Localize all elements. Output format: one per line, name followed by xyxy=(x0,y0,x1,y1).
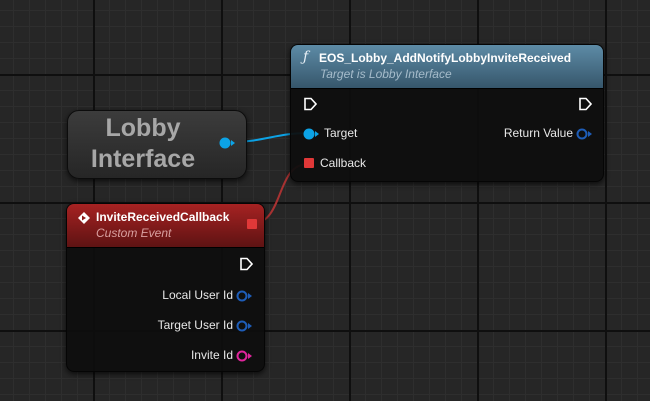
return-value-pin-label: Return Value xyxy=(503,126,573,140)
function-node-subtitle: Target is Lobby Interface xyxy=(320,67,452,81)
function-node-title: EOS_Lobby_AddNotifyLobbyInviteReceived xyxy=(319,51,572,65)
target-user-id-pin[interactable] xyxy=(236,319,254,333)
custom-event-node[interactable]: InviteReceivedCallback Custom Event Loca… xyxy=(66,203,265,372)
custom-event-title: InviteReceivedCallback xyxy=(96,210,230,224)
function-icon: ƒ xyxy=(303,49,309,65)
exec-in-pin[interactable] xyxy=(303,97,317,111)
target-pin-label: Target xyxy=(324,126,358,140)
target-user-id-label: Target User Id xyxy=(157,318,233,332)
callback-pin-label: Callback xyxy=(320,156,367,170)
lobby-interface-output-pin[interactable] xyxy=(219,136,237,150)
lobby-interface-label: Lobby Interface xyxy=(90,114,196,173)
lobby-interface-node[interactable]: Lobby Interface xyxy=(67,110,247,179)
invite-id-pin[interactable] xyxy=(236,349,254,363)
function-node-header: ƒ EOS_Lobby_AddNotifyLobbyInviteReceived… xyxy=(291,45,603,89)
custom-event-header: InviteReceivedCallback Custom Event xyxy=(67,204,264,248)
local-user-id-pin[interactable] xyxy=(236,289,254,303)
custom-event-subtitle: Custom Event xyxy=(96,226,172,240)
invite-id-label: Invite Id xyxy=(190,348,233,362)
event-diamond-icon xyxy=(78,212,90,224)
local-user-id-label: Local User Id xyxy=(162,288,233,302)
target-pin[interactable] xyxy=(303,127,321,141)
event-exec-out-pin[interactable] xyxy=(239,257,253,271)
return-value-pin[interactable] xyxy=(576,127,594,141)
exec-out-pin[interactable] xyxy=(578,97,592,111)
delegate-output-pin[interactable] xyxy=(247,219,257,229)
callback-pin[interactable] xyxy=(304,158,314,168)
function-node[interactable]: ƒ EOS_Lobby_AddNotifyLobbyInviteReceived… xyxy=(290,44,604,182)
